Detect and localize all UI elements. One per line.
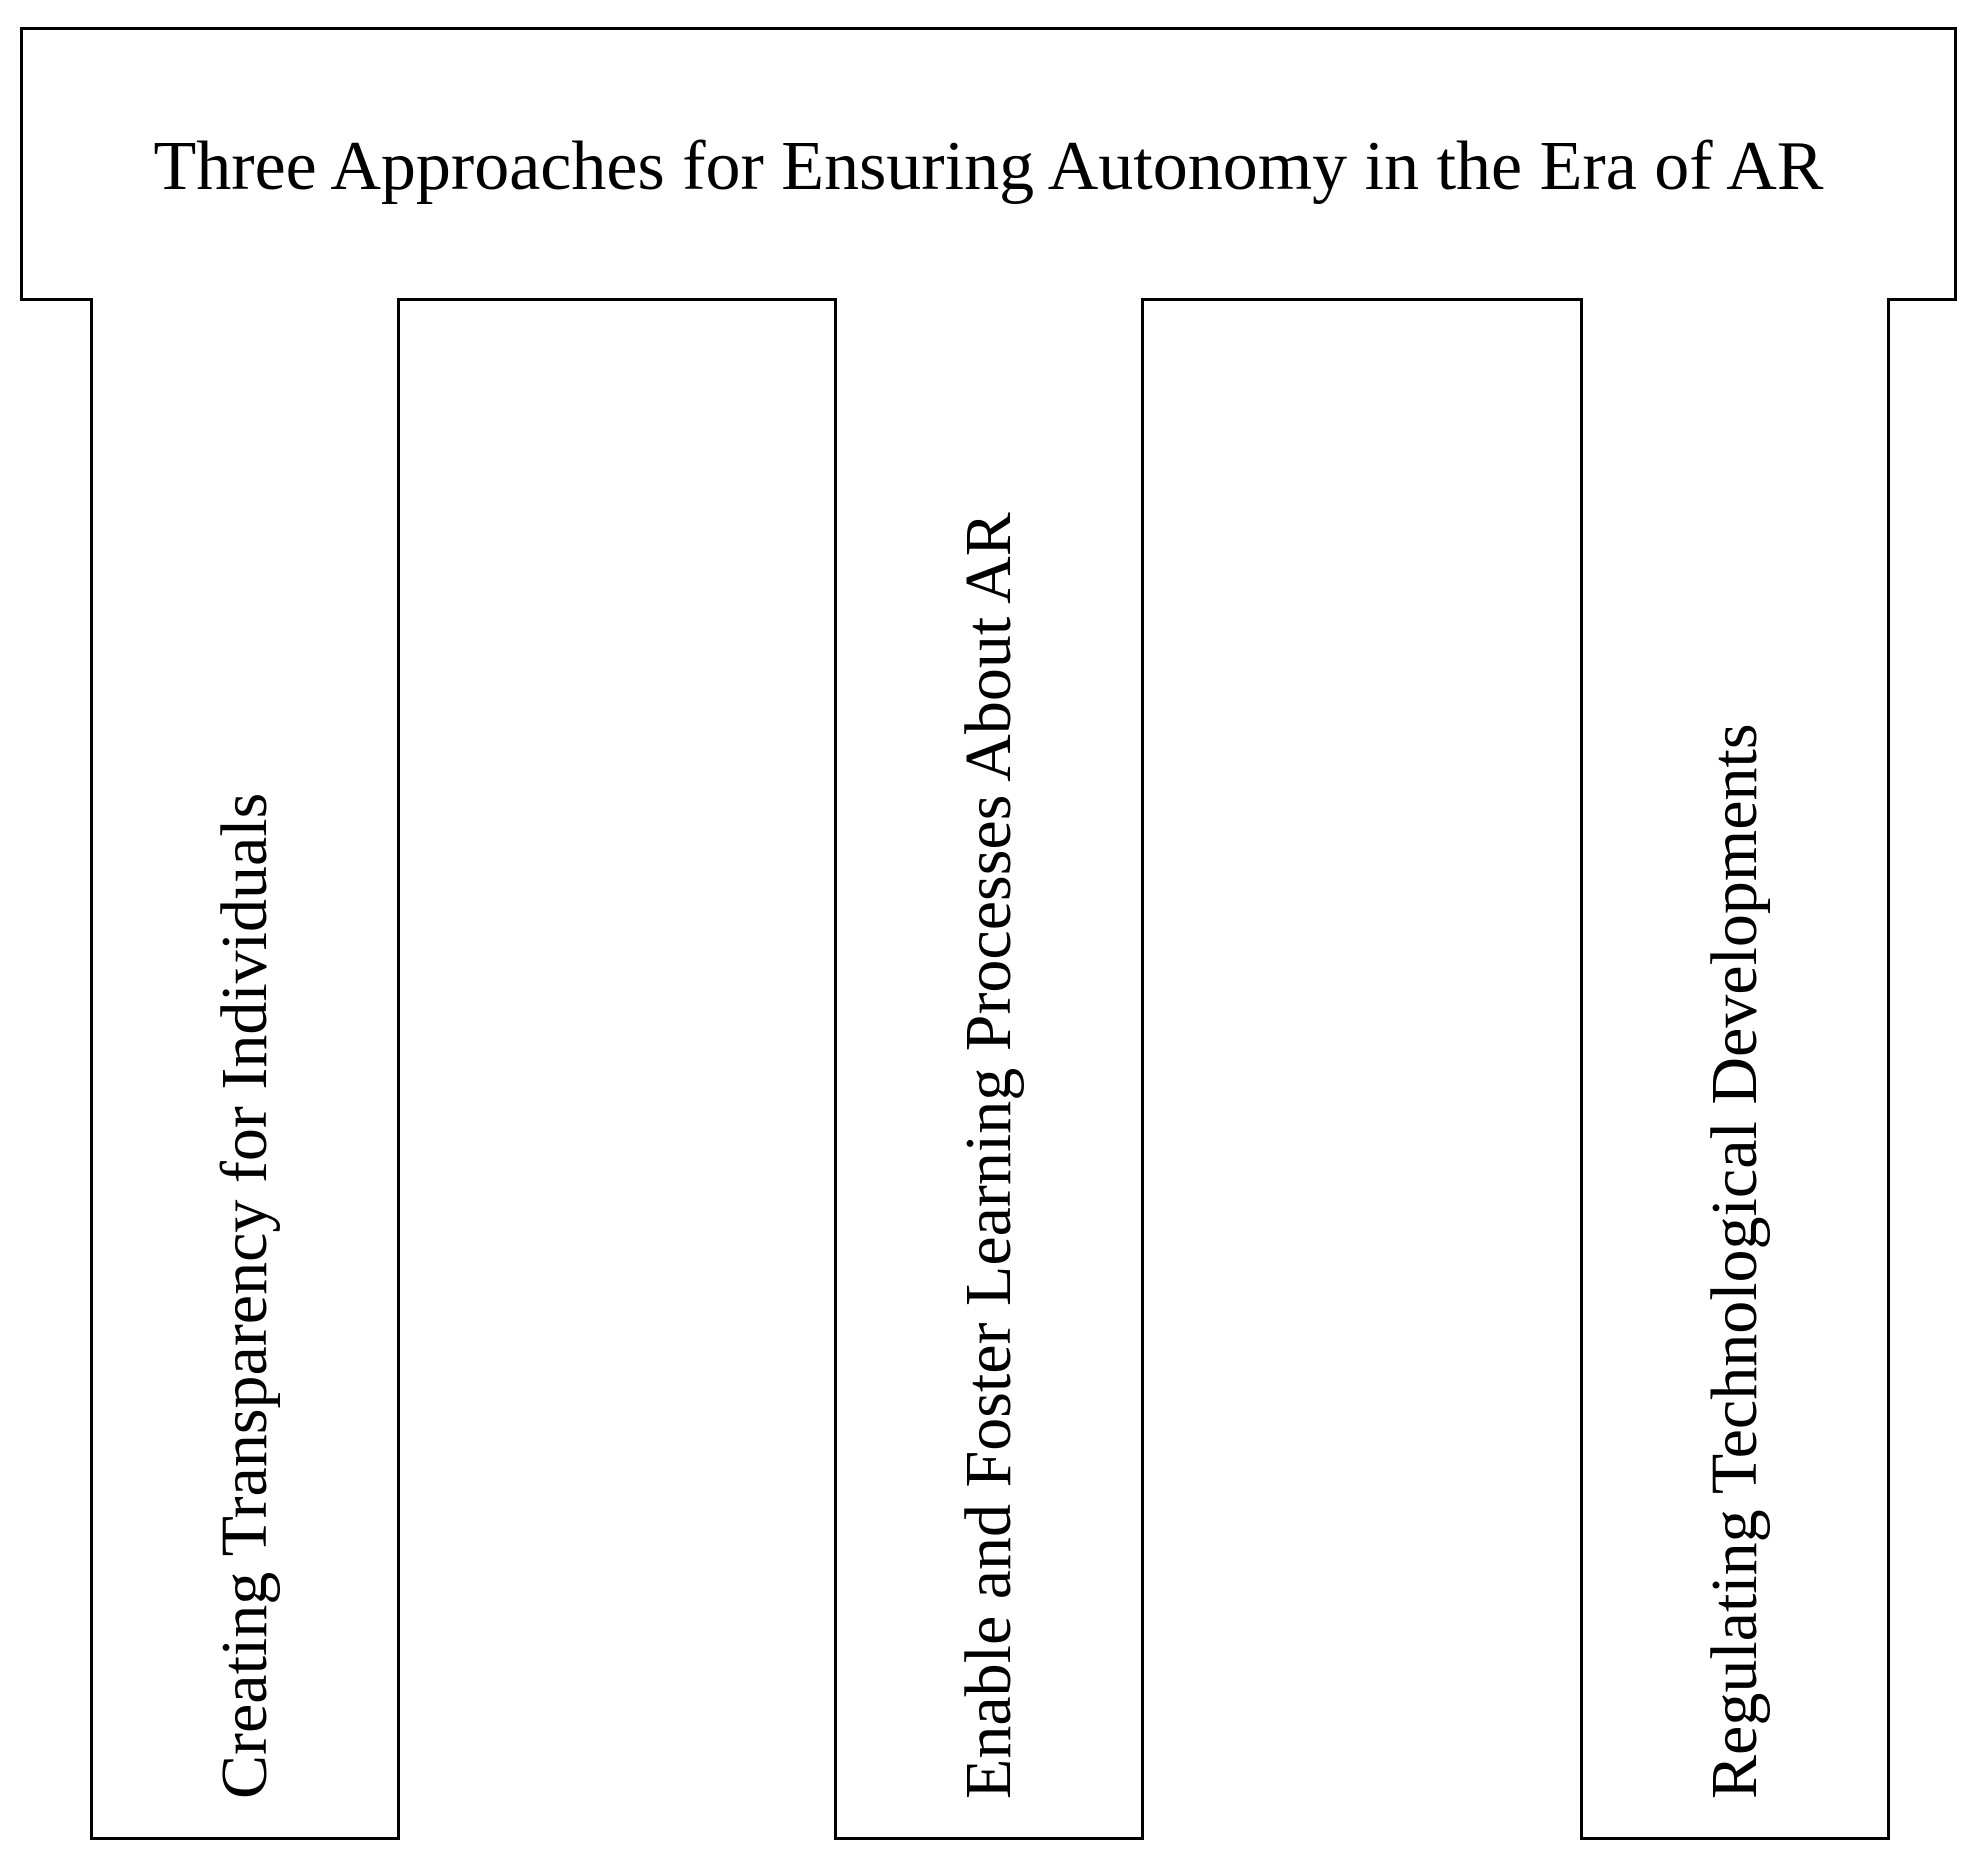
pillar-label: Enable and Foster Learning Processes Abo… [952,512,1025,1799]
diagram-title: Three Approaches for Ensuring Autonomy i… [153,128,1824,205]
pillar-label: Regulating Technological Developments [1698,723,1771,1799]
pillar-transparency: Creating Transparency for Individuals [90,298,400,1840]
pillar-learning: Enable and Foster Learning Processes Abo… [834,298,1144,1840]
pillar-regulation: Regulating Technological Developments [1580,298,1890,1840]
diagram-header-box: Three Approaches for Ensuring Autonomy i… [20,27,1957,301]
pillar-label: Creating Transparency for Individuals [208,792,281,1799]
